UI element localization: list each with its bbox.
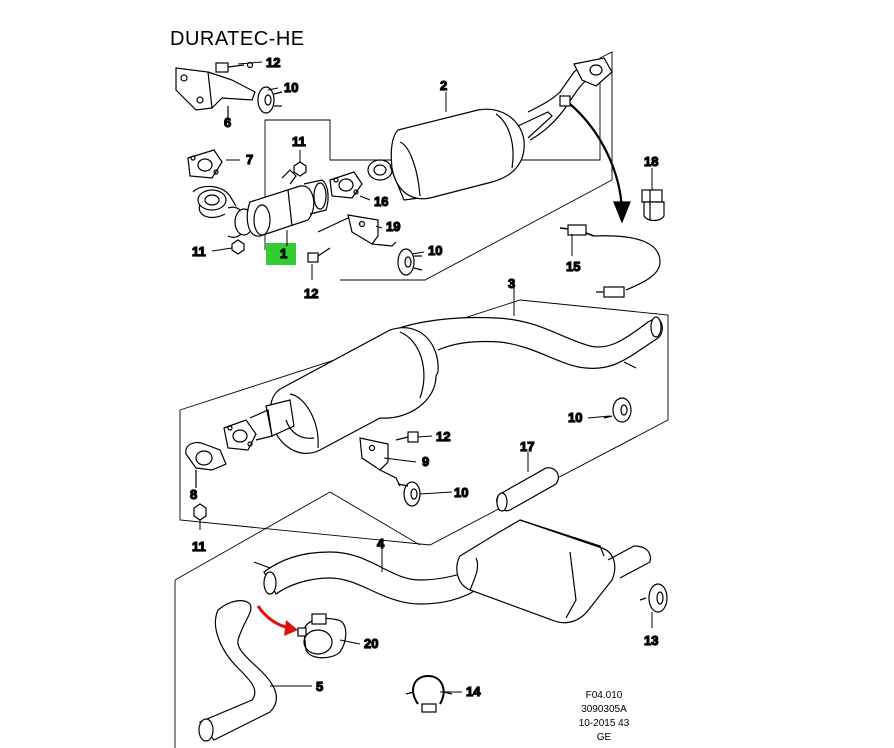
callout-11a: 11 [292, 134, 306, 149]
mounting-bracket-part-19 [317, 214, 397, 247]
red-arrow-head [284, 620, 298, 636]
bolt-part-12-center [307, 247, 331, 263]
direction-arrow-head [613, 201, 631, 224]
tailpipe-part-5 [198, 600, 278, 742]
group-frame-front-section [264, 51, 613, 281]
footer-line-3: 10-2015 43 [578, 718, 630, 729]
callout-18: 18 [644, 154, 658, 169]
bolt-part-12-top [215, 61, 254, 73]
bracket-part-6 [175, 67, 256, 118]
connector-pipe-part-17 [496, 467, 559, 512]
footer-line-2: 3090305A [581, 704, 627, 715]
nut-part-11-upper [293, 161, 307, 177]
bolt-part-12-lower [395, 431, 419, 443]
callout-12c: 12 [436, 429, 450, 444]
rubber-mount-part-10-top [257, 86, 283, 114]
callout-10c: 10 [568, 410, 582, 425]
catalytic-converter-part-2 [367, 57, 613, 201]
callout-11c: 11 [192, 539, 206, 554]
nut-part-11-left [193, 503, 207, 521]
callout-1: 1 [280, 246, 287, 261]
callout-17: 17 [520, 439, 534, 454]
flange-gasket-part-16 [329, 171, 363, 199]
callout-16: 16 [374, 194, 388, 209]
diagram-title: DURATEC-HE [170, 28, 305, 50]
rubber-mount-part-10-lower [397, 481, 421, 507]
callout-5: 5 [316, 679, 323, 694]
clamp-part-20 [297, 613, 347, 659]
rubber-mount-part-10-center [397, 248, 423, 276]
rubber-mount-part-13 [639, 583, 668, 613]
part-1-highlight [266, 243, 296, 265]
plug-part-18 [641, 189, 665, 222]
rubber-mount-part-10-right [603, 397, 632, 423]
drawing-reference-block: F04.010 3090305A 10-2015 43 GE [564, 690, 644, 748]
center-pipe-resonator-part-3 [223, 316, 663, 454]
callout-6: 6 [224, 115, 231, 130]
callout-12b: 12 [304, 286, 318, 301]
callout-7: 7 [246, 152, 253, 167]
footer-line-1: F04.010 [585, 690, 623, 701]
callout-19: 19 [386, 219, 400, 234]
callout-2: 2 [440, 78, 447, 93]
front-pipe-catalyst-part-1 [192, 169, 329, 238]
callout-14: 14 [466, 684, 481, 699]
callout-20: 20 [364, 636, 378, 651]
callout-labels: 1 2 3 4 5 6 7 8 9 10 10 10 10 11 11 11 1… [189, 54, 659, 699]
callout-3: 3 [508, 276, 515, 291]
callout-10d: 10 [454, 485, 468, 500]
group-frame-center-section [179, 299, 669, 546]
callout-11b: 11 [192, 244, 206, 259]
callout-13: 13 [644, 633, 658, 648]
leader-lines [199, 61, 653, 693]
callout-4: 4 [377, 536, 385, 551]
footer-line-4: GE [596, 732, 612, 743]
clip-part-14 [405, 674, 453, 713]
group-frame-rear-section [174, 491, 421, 748]
callout-12a: 12 [266, 55, 280, 70]
callout-10b: 10 [428, 243, 442, 258]
direction-arrow-to-sensor [569, 103, 624, 211]
callout-9: 9 [422, 454, 429, 469]
nut-part-11-front [231, 239, 245, 255]
bracket-part-9 [359, 437, 401, 487]
clamp-part-8 [185, 441, 227, 488]
callout-15: 15 [566, 259, 580, 274]
gasket-part-7 [187, 149, 223, 179]
rear-muffler-part-4 [253, 519, 651, 624]
callout-8: 8 [190, 487, 197, 502]
oxygen-sensor-part-15 [559, 224, 661, 298]
red-assembly-arrow [256, 605, 291, 630]
callout-10a: 10 [284, 80, 298, 95]
